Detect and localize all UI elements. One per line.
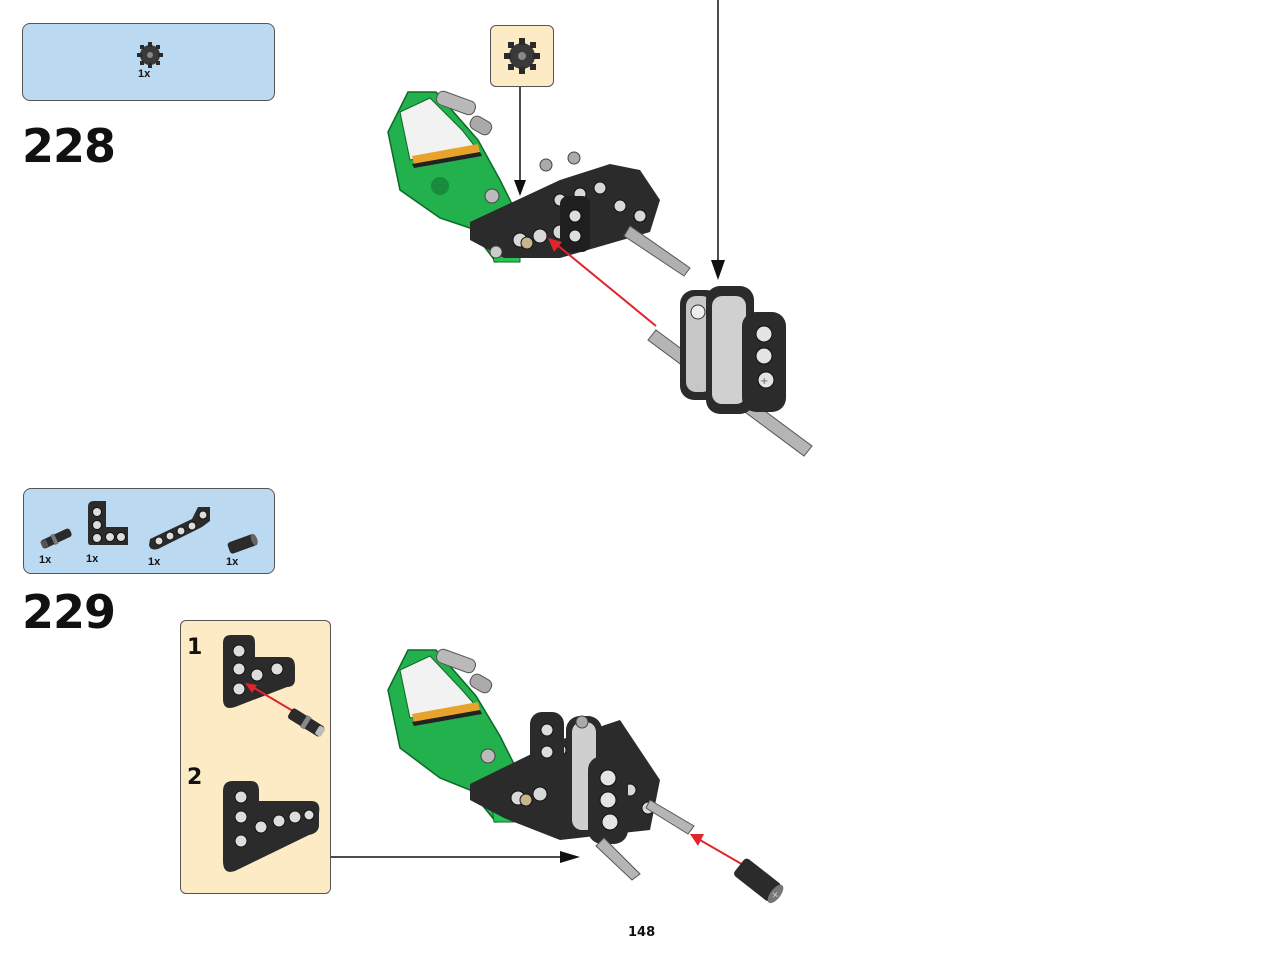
step-number: 229 <box>22 585 116 639</box>
substep-number: 1 <box>187 635 203 660</box>
step-228-parts-list: 1x <box>22 23 275 101</box>
t-beam-icon <box>88 501 128 545</box>
step-number: 228 <box>22 119 116 173</box>
gear-icon <box>137 42 163 68</box>
step-228-subassembly: + <box>647 286 813 457</box>
axle-bush-icon <box>227 533 258 554</box>
axle-bush-part: + <box>734 858 784 904</box>
part-quantity: 1x <box>86 553 99 565</box>
gear-callout <box>490 25 554 87</box>
l-beam-icon <box>149 507 210 550</box>
substep-1-illustration <box>223 635 326 737</box>
step-229-assembly <box>387 648 695 881</box>
page-number: 148 <box>628 925 656 940</box>
svg-text:+: + <box>760 376 768 387</box>
substep-2-illustration <box>223 781 320 872</box>
part-quantity: 1x <box>148 556 161 568</box>
step-229-parts-list: 1x 1x 1x 1x <box>23 488 275 574</box>
gear-icon <box>504 38 540 74</box>
substep-callout: 1 2 <box>180 620 331 894</box>
part-quantity: 1x <box>39 554 52 566</box>
pin-connector-icon <box>40 528 72 549</box>
part-quantity: 1x <box>138 68 151 80</box>
substep-number: 2 <box>187 765 203 790</box>
step-228-assembly <box>387 90 691 277</box>
part-quantity: 1x <box>226 556 239 568</box>
